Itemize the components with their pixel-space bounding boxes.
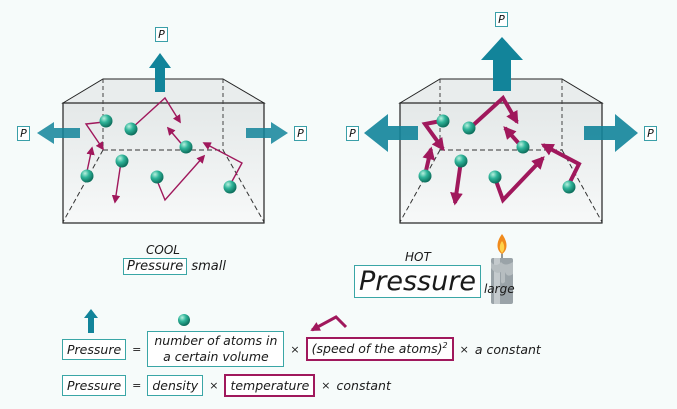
eq1-times1: × xyxy=(290,342,300,356)
pressure-legend-arrow-icon xyxy=(84,309,98,333)
atom-icon xyxy=(99,114,113,128)
cool-container xyxy=(61,78,266,224)
pressure-tag-hot-left: P xyxy=(346,126,359,141)
hot-up-arrow-icon xyxy=(481,37,523,91)
eq1-pressure: Pressure xyxy=(62,338,127,360)
equation-pressure-density: Pressure = density × temperature × const… xyxy=(62,374,391,397)
eq2-pressure: Pressure xyxy=(62,375,127,396)
hot-pressure-row: Pressure large xyxy=(354,265,515,298)
pressure-tag-hot-right: P xyxy=(644,126,657,141)
pressure-tag-cool-top: P xyxy=(155,27,168,42)
cool-pressure-size: small xyxy=(191,259,226,274)
cool-left-arrow-icon xyxy=(37,122,80,144)
eq1-speed-text: (speed of the atoms) xyxy=(311,341,443,357)
eq1-speed-squared: (speed of the atoms)2 xyxy=(305,337,454,361)
atom-icon xyxy=(516,140,530,154)
pressure-tag-hot-top: P xyxy=(495,12,508,27)
atom-icon xyxy=(418,169,432,183)
hot-right-arrow-icon xyxy=(584,114,638,152)
atom-icon xyxy=(150,170,164,184)
equation-pressure-kinetic: Pressure = number of atoms in a certain … xyxy=(62,331,541,367)
hot-pressure-arrows xyxy=(364,37,638,152)
cool-title: COOL xyxy=(146,243,180,257)
eq1-number-line2: a certain volume xyxy=(163,349,269,364)
eq2-density: density xyxy=(147,375,204,396)
eq1-speed-exponent: 2 xyxy=(442,341,448,351)
eq1-number-of-atoms: number of atoms in a certain volume xyxy=(147,331,285,367)
atom-icon xyxy=(115,154,129,168)
cool-right-arrow-icon xyxy=(246,122,288,144)
cool-up-arrow-icon xyxy=(149,53,171,92)
atom-icon xyxy=(80,169,94,183)
cool-atoms xyxy=(80,114,237,194)
hot-title: HOT xyxy=(405,250,431,264)
atom-icon xyxy=(223,180,237,194)
candle-icon xyxy=(491,234,513,304)
hot-left-arrow-icon xyxy=(364,114,418,152)
eq2-equals: = xyxy=(132,379,142,392)
hot-atoms xyxy=(418,114,576,194)
speed-legend-path-icon xyxy=(310,315,348,332)
cool-pressure-row: Pressure small xyxy=(123,258,226,275)
eq1-times2: × xyxy=(459,342,469,356)
cool-pressure-arrows xyxy=(37,53,288,144)
eq2-temperature: temperature xyxy=(224,374,316,397)
hot-pressure-size: large xyxy=(483,282,515,296)
eq1-equals: = xyxy=(132,342,142,356)
atom-icon xyxy=(562,180,576,194)
atom-icon xyxy=(462,121,476,135)
atom-icon xyxy=(488,170,502,184)
cool-pressure-label: Pressure xyxy=(123,258,188,275)
atom-legend-icon xyxy=(178,314,190,326)
eq1-constant: a constant xyxy=(474,341,541,357)
atom-icon xyxy=(179,140,193,154)
eq2-constant: constant xyxy=(336,378,391,393)
pressure-tag-cool-left: P xyxy=(17,126,30,141)
atom-icon xyxy=(436,114,450,128)
pressure-tag-cool-right: P xyxy=(294,126,307,141)
eq2-times1: × xyxy=(209,379,219,392)
atom-icon xyxy=(124,122,138,136)
hot-pressure-label: Pressure xyxy=(354,265,481,298)
atom-icon xyxy=(454,154,468,168)
eq2-times2: × xyxy=(321,379,331,392)
eq1-number-line1: number of atoms in xyxy=(154,333,278,348)
